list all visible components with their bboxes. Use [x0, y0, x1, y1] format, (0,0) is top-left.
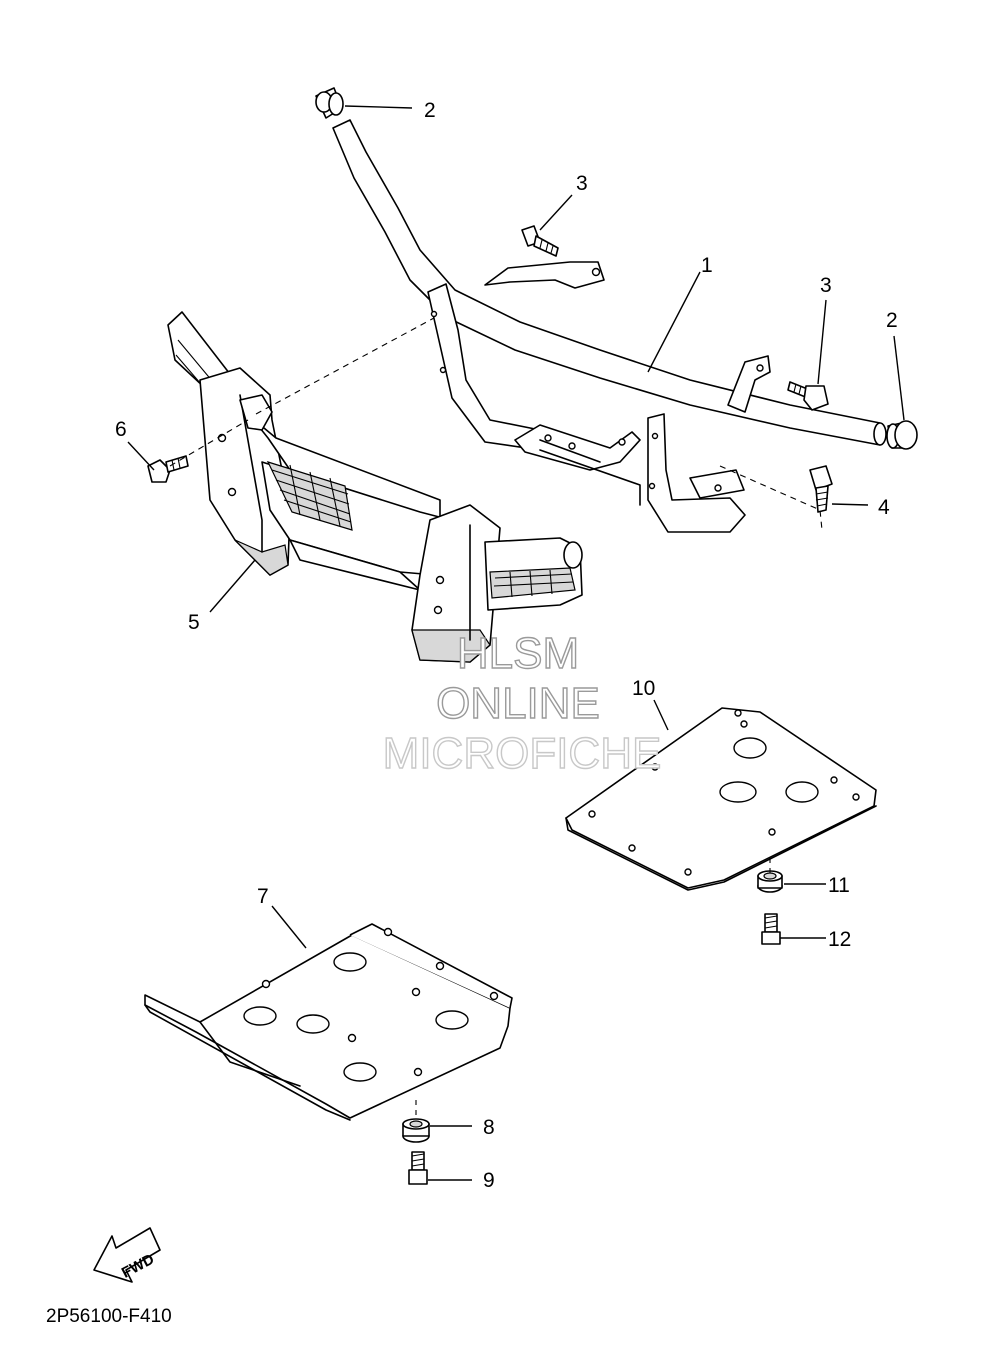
callout-11: 11 [828, 874, 850, 897]
part-3-bolt-upper[interactable] [521, 225, 559, 257]
callout-12: 12 [828, 928, 851, 951]
callout-2-left: 2 [424, 99, 436, 122]
part-1-front-guard-bar[interactable] [332, 119, 887, 533]
leader-lines [127, 105, 905, 1181]
part-4-bolt[interactable] [809, 465, 833, 513]
part-12-bolt[interactable] [761, 913, 781, 945]
part-8-collar[interactable] [402, 1118, 430, 1143]
callout-8: 8 [483, 1116, 495, 1139]
forward-direction-arrow-icon: FWD [93, 1227, 161, 1283]
watermark-line-3: MICROFICHE [383, 729, 662, 778]
part-9-bolt[interactable] [408, 1151, 428, 1185]
callout-3-upper: 3 [576, 172, 588, 195]
callout-6: 6 [115, 418, 127, 441]
callout-2-right: 2 [886, 309, 898, 332]
callout-3-right: 3 [820, 274, 832, 297]
part-3-bolt-right[interactable] [787, 381, 829, 411]
watermark-line-1: HLSM [457, 629, 579, 678]
callout-labels: 1 2 2 3 3 4 5 6 7 8 9 10 11 12 [115, 99, 898, 1192]
part-10-skid-plate[interactable] [565, 707, 877, 891]
part-2-end-cap-left[interactable] [315, 87, 344, 119]
part-5-front-protector[interactable] [167, 311, 583, 663]
watermark-line-2: ONLINE [436, 679, 600, 728]
part-11-collar[interactable] [757, 870, 783, 893]
part-7-skid-plate[interactable] [144, 923, 513, 1121]
callout-7: 7 [257, 885, 269, 908]
callout-5: 5 [188, 611, 200, 634]
callout-1: 1 [701, 254, 713, 277]
drawing-code: 2P56100-F410 [46, 1306, 172, 1327]
callout-9: 9 [483, 1169, 495, 1192]
part-6-screw[interactable] [147, 455, 189, 483]
callout-10: 10 [632, 677, 655, 700]
part-2-end-cap-right[interactable] [886, 420, 918, 450]
watermark: HLSM ONLINE MICROFICHE [382, 628, 662, 778]
callout-4: 4 [878, 496, 890, 519]
